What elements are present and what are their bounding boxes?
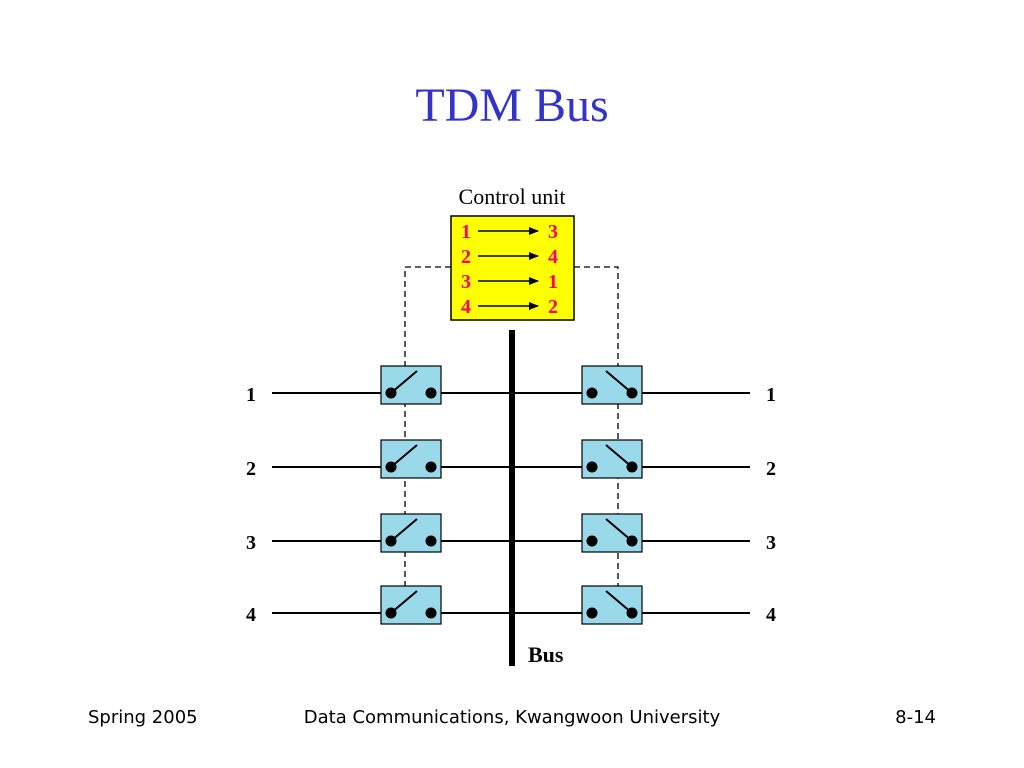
bus-label: Bus bbox=[528, 642, 564, 667]
switch-lever bbox=[605, 444, 633, 468]
control-unit-label: Control unit bbox=[459, 184, 566, 209]
mapping-from: 3 bbox=[461, 271, 471, 293]
mapping-to: 3 bbox=[548, 221, 558, 243]
mapping-to: 2 bbox=[548, 296, 558, 318]
switch-lever bbox=[390, 444, 418, 468]
right-line-label: 4 bbox=[766, 604, 776, 626]
switch-lever bbox=[390, 590, 418, 614]
switch-contact bbox=[425, 607, 437, 619]
right-switch bbox=[581, 365, 643, 405]
mapping-row: 2 4 bbox=[461, 246, 558, 268]
right-switch bbox=[581, 513, 643, 553]
mapping-row: 4 2 bbox=[461, 296, 558, 318]
mapping-to: 4 bbox=[548, 246, 558, 268]
switch-lever bbox=[605, 370, 633, 394]
mapping-to: 1 bbox=[548, 271, 558, 293]
control-lines bbox=[404, 266, 619, 600]
switch-contact bbox=[586, 387, 598, 399]
switch-lever bbox=[390, 370, 418, 394]
right-switch bbox=[581, 439, 643, 479]
mapping-from: 2 bbox=[461, 246, 471, 268]
right-line-label: 2 bbox=[766, 458, 776, 480]
switch-contact bbox=[586, 461, 598, 473]
switch-lever bbox=[605, 590, 633, 614]
control-line-right bbox=[574, 266, 619, 600]
mapping-from: 4 bbox=[461, 296, 471, 318]
left-switch bbox=[380, 365, 442, 405]
footer-page-number: 8-14 bbox=[895, 707, 936, 728]
switch-contact bbox=[586, 535, 598, 547]
mapping-from: 1 bbox=[461, 221, 471, 243]
control-line-left bbox=[404, 266, 451, 600]
right-line-label: 3 bbox=[766, 532, 776, 554]
switch-contact bbox=[425, 535, 437, 547]
mapping-row: 3 1 bbox=[461, 271, 558, 293]
footer-date: Spring 2005 bbox=[88, 707, 198, 728]
switch-lever bbox=[605, 518, 633, 542]
left-line-label: 3 bbox=[246, 532, 256, 554]
right-switch bbox=[581, 585, 643, 625]
mapping-row: 1 3 bbox=[461, 221, 558, 243]
left-switch bbox=[380, 439, 442, 479]
right-line-label: 1 bbox=[766, 384, 776, 406]
footer-course: Data Communications, Kwangwoon Universit… bbox=[303, 707, 721, 728]
control-unit-box bbox=[450, 215, 575, 321]
slide-title: TDM Bus bbox=[415, 79, 609, 132]
switch-contact bbox=[425, 461, 437, 473]
left-line-label: 2 bbox=[246, 458, 256, 480]
switch-lever bbox=[390, 518, 418, 542]
left-line-label: 1 bbox=[246, 384, 256, 406]
left-switch bbox=[380, 513, 442, 553]
switch-contact bbox=[586, 607, 598, 619]
left-switch bbox=[380, 585, 442, 625]
switch-contact bbox=[425, 387, 437, 399]
left-line-label: 4 bbox=[246, 604, 256, 626]
